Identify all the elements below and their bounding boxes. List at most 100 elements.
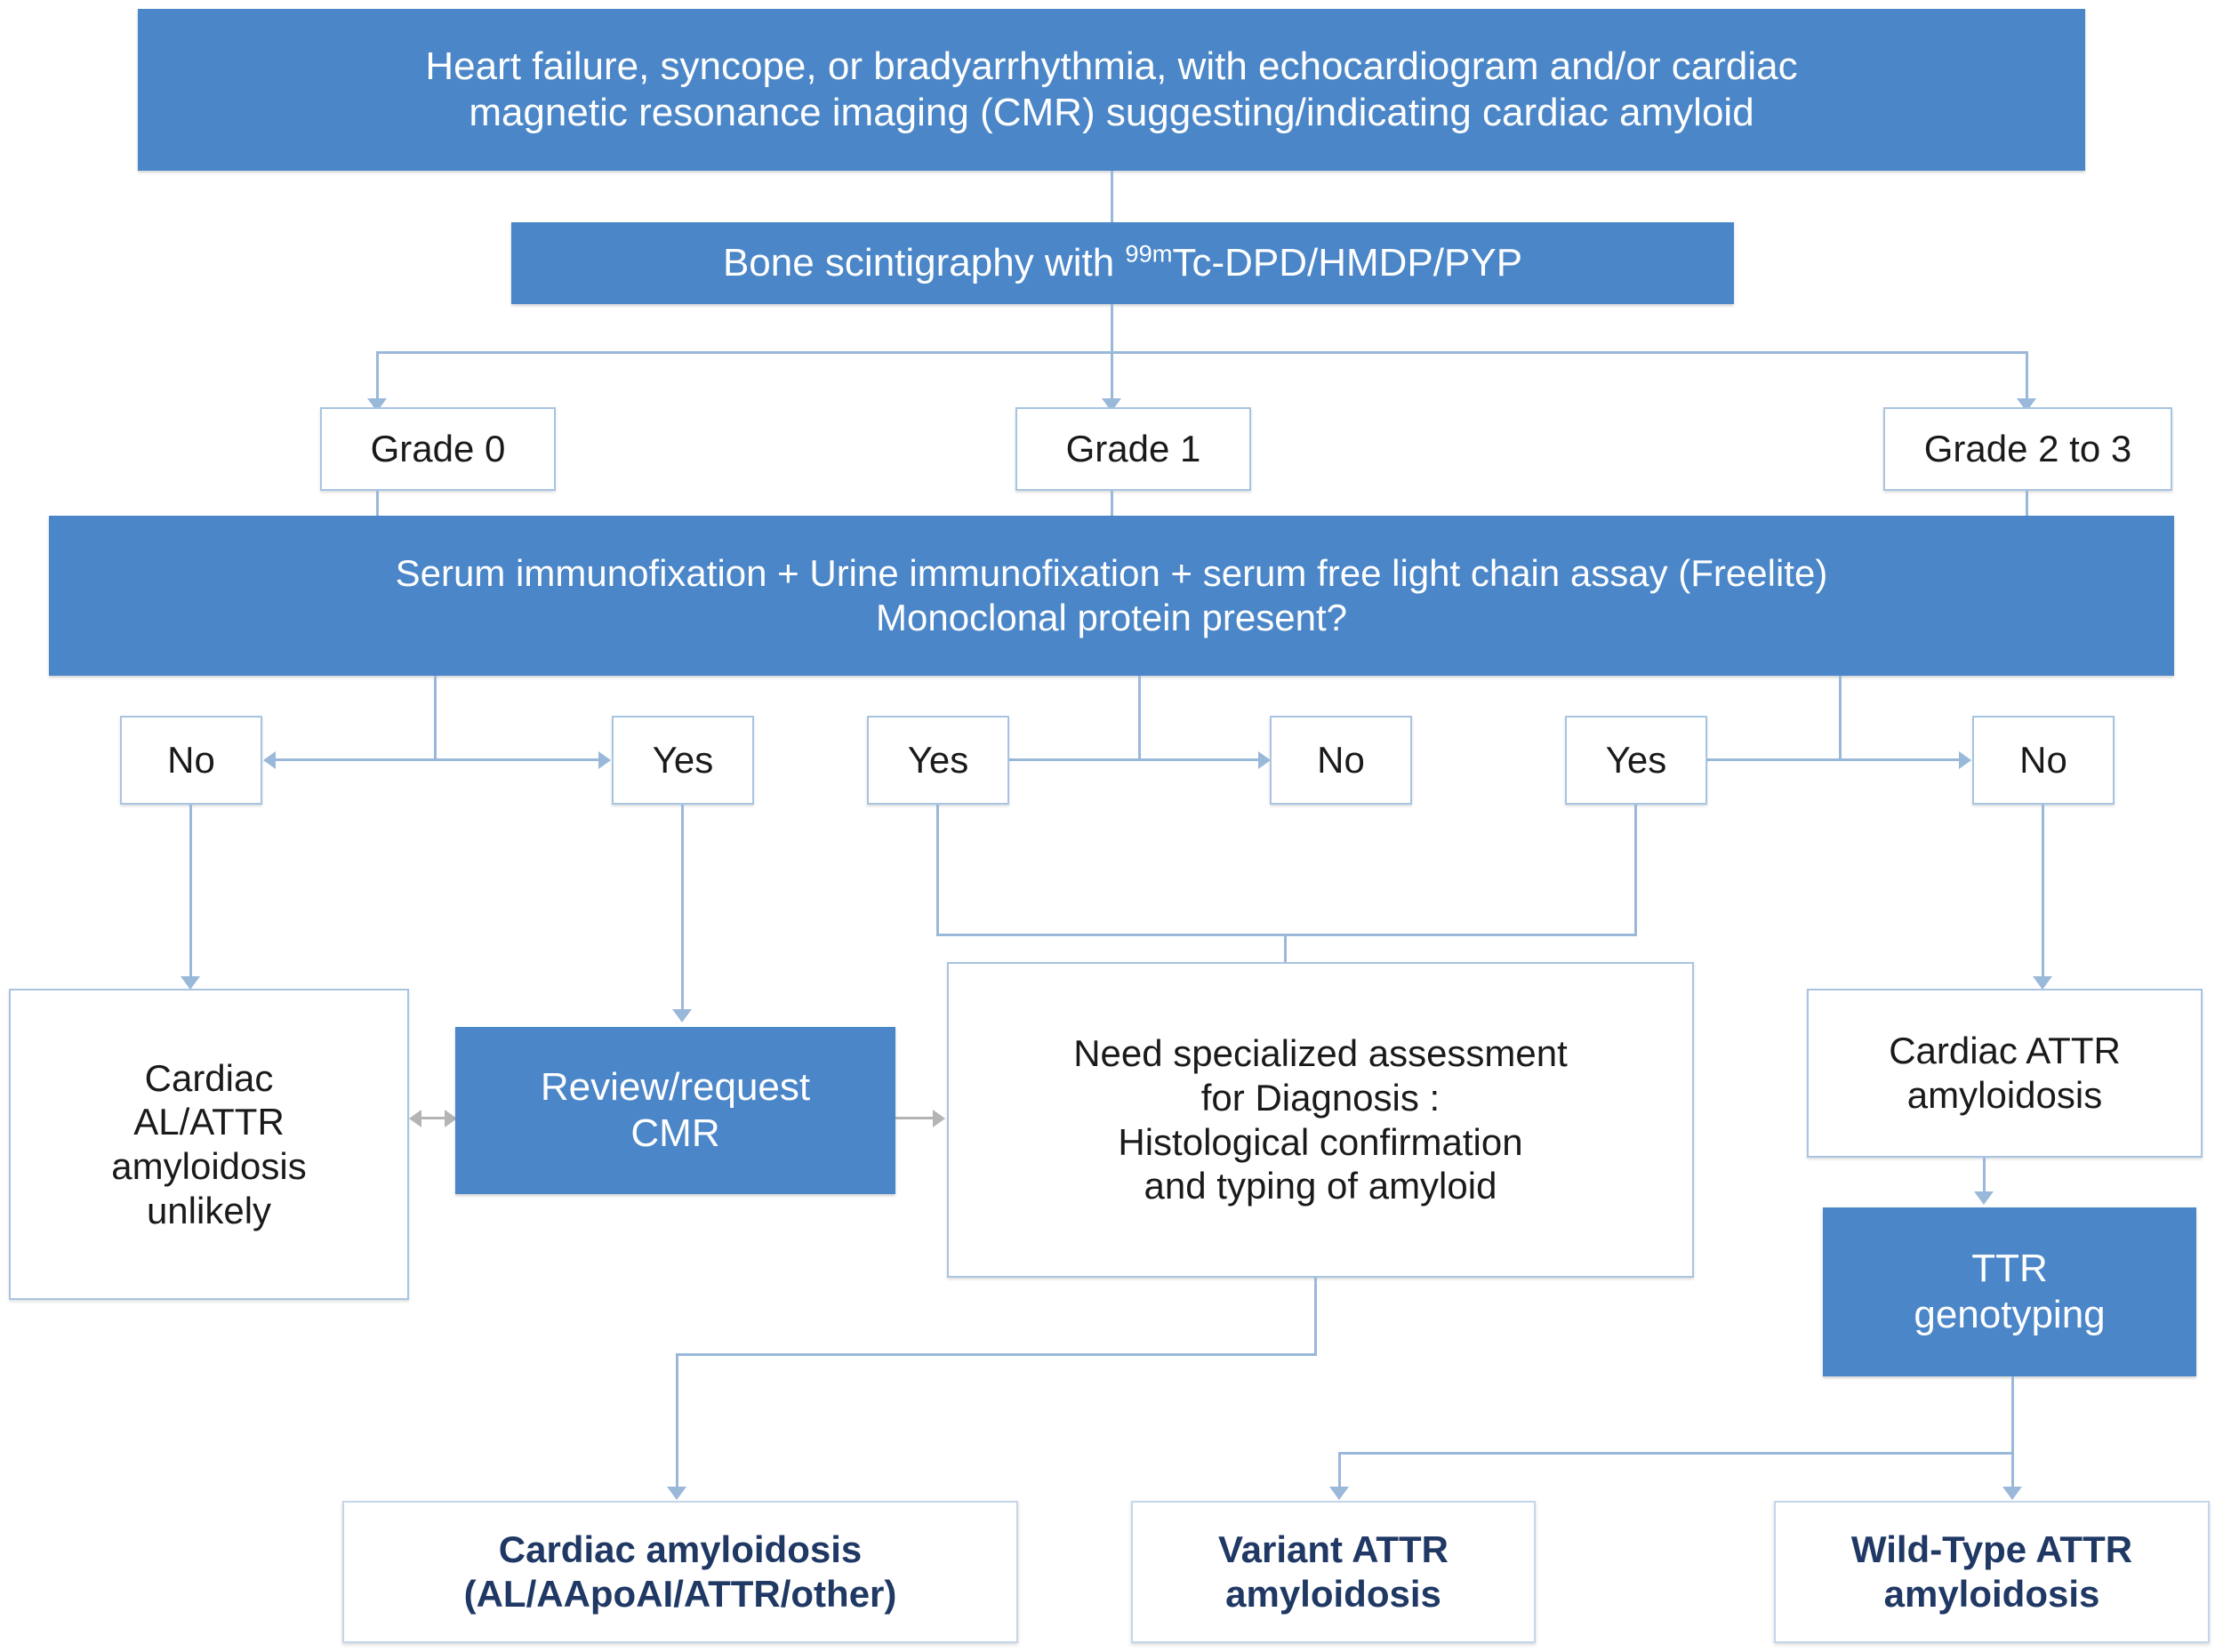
node-result-cardiac-amyloidosis: Cardiac amyloidosis (AL/AApoAI/ATTR/othe…	[342, 1501, 1018, 1643]
connector-g1-branch-left	[1007, 758, 1141, 761]
node-grade-0: Grade 0	[320, 407, 556, 491]
result-wildtype-attr-line-2: amyloidosis	[1883, 1573, 2100, 1615]
connector-g1-branch-right	[1138, 758, 1258, 761]
arrowhead-result-wildtype-attr	[2002, 1487, 2022, 1500]
node-grade-2-3-yes: Yes	[1565, 716, 1707, 805]
connector-g0-branch-stem	[434, 676, 437, 760]
ttr-line-2: genotyping	[1914, 1293, 2106, 1336]
connector-review-cmr-to-specialized	[895, 1117, 933, 1119]
node-grade-1-yes: Yes	[867, 716, 1009, 805]
connector-ttr-to-variant	[1338, 1452, 1341, 1491]
arrowhead-g0-yes	[598, 751, 611, 769]
connector-brace-left-down	[936, 805, 939, 936]
scintigraphy-suffix: Tc-DPD/HMDP/PYP	[1172, 241, 1523, 285]
node-amyloidosis-unlikely: Cardiac AL/ATTR amyloidosis unlikely	[9, 989, 409, 1300]
node-cardiac-attr-amyloidosis: Cardiac ATTR amyloidosis	[1807, 989, 2203, 1158]
connector-g23-branch-right	[1839, 758, 1959, 761]
scintigraphy-prefix: Bone scintigraphy with	[722, 241, 1126, 285]
node-review-request-cmr: Review/request CMR	[455, 1027, 895, 1194]
scintigraphy-isotope-superscript: 99m	[1125, 239, 1173, 268]
node-bone-scintigraphy: Bone scintigraphy with 99mTc-DPD/HMDP/PY…	[511, 222, 1734, 304]
unlikely-line-4: unlikely	[146, 1189, 272, 1231]
connector-unlikely-review-cmr-bidirectional	[421, 1117, 448, 1119]
arrowhead-unlikely	[181, 976, 200, 990]
connector-specialized-left	[676, 1353, 1317, 1356]
grade-0-yes-label: Yes	[652, 739, 714, 782]
specialized-line-4: and typing of amyloid	[1144, 1165, 1497, 1207]
grade-1-label: Grade 1	[1065, 428, 1201, 470]
connector-g0-branch-right	[434, 758, 598, 761]
connector-ttr-to-wildtype	[2011, 1452, 2014, 1491]
node-grade-2-3: Grade 2 to 3	[1883, 407, 2172, 491]
arrowhead-result-cardiac-amyloidosis	[667, 1487, 686, 1500]
arrowhead-unlikely-left	[409, 1110, 421, 1127]
connector-specialized-down	[1314, 1278, 1317, 1356]
connector-g1-branch-stem	[1138, 676, 1141, 760]
presentation-line-2: magnetic resonance imaging (CMR) suggest…	[469, 91, 1754, 134]
connector-g0-yes-to-review-cmr	[681, 805, 684, 1011]
connector-ttr-split-bar	[1338, 1452, 2014, 1455]
connector-brace-right-down	[1634, 805, 1637, 936]
immunofixation-line-1: Serum immunofixation + Urine immunofixat…	[395, 552, 1828, 595]
node-ttr-genotyping: TTR genotyping	[1823, 1207, 2196, 1376]
node-grade-1: Grade 1	[1015, 407, 1251, 491]
grade-2-3-label: Grade 2 to 3	[1923, 428, 2132, 470]
result-variant-attr-line-2: amyloidosis	[1225, 1573, 1441, 1615]
unlikely-line-2: AL/ATTR	[133, 1101, 285, 1143]
connector-to-grade-1	[1111, 351, 1113, 400]
connector-presentation-to-scintigraphy	[1111, 171, 1113, 224]
grade-2-3-no-label: No	[2019, 739, 2067, 782]
cardiac-attr-line-2: amyloidosis	[1906, 1074, 2103, 1116]
arrowhead-specialized-left-in	[933, 1110, 945, 1127]
arrowhead-review-cmr	[672, 1009, 692, 1022]
connector-scintigraphy-stem	[1111, 304, 1113, 353]
review-cmr-line-2: CMR	[630, 1111, 720, 1155]
node-grade-0-no: No	[120, 716, 262, 805]
arrowhead-review-cmr-left-in	[445, 1110, 457, 1127]
connector-g23-branch-stem	[1839, 676, 1842, 760]
connector-grade-1-down	[1111, 491, 1113, 516]
connector-specialized-to-result-down	[676, 1353, 678, 1491]
grade-0-no-label: No	[167, 739, 215, 782]
arrowhead-g1-no	[1258, 751, 1271, 769]
node-result-wildtype-attr: Wild-Type ATTR amyloidosis	[1774, 1501, 2210, 1643]
grade-2-3-yes-label: Yes	[1605, 739, 1667, 782]
arrowhead-g23-no	[1959, 751, 1971, 769]
connector-ttr-down	[2011, 1376, 2014, 1455]
node-result-variant-attr: Variant ATTR amyloidosis	[1131, 1501, 1536, 1643]
unlikely-line-1: Cardiac	[144, 1056, 274, 1099]
connector-cardiac-attr-to-ttr	[1983, 1158, 1986, 1195]
grade-1-yes-label: Yes	[907, 739, 969, 782]
arrowhead-ttr-genotyping	[1974, 1191, 1994, 1205]
connector-to-grade-0	[376, 351, 379, 400]
arrowhead-result-variant-attr	[1329, 1487, 1349, 1500]
specialized-line-3: Histological confirmation	[1118, 1120, 1523, 1163]
connector-g0-branch-left	[276, 758, 436, 761]
node-grade-1-no: No	[1270, 716, 1412, 805]
grade-0-label: Grade 0	[370, 428, 506, 470]
node-grade-2-3-no: No	[1972, 716, 2115, 805]
ttr-line-1: TTR	[1971, 1247, 2048, 1291]
connector-g23-branch-left	[1707, 758, 1842, 761]
result-cardiac-amyloidosis-line-2: (AL/AApoAI/ATTR/other)	[463, 1573, 897, 1615]
connector-grade-2-3-down	[2026, 491, 2028, 516]
specialized-line-1: Need specialized assessment	[1073, 1032, 1568, 1075]
node-specialized-assessment: Need specialized assessment for Diagnosi…	[947, 962, 1694, 1278]
grade-1-no-label: No	[1317, 739, 1365, 782]
result-variant-attr-line-1: Variant ATTR	[1217, 1528, 1449, 1571]
arrowhead-cardiac-attr	[2033, 976, 2052, 990]
connector-g0-no-to-unlikely	[189, 805, 192, 978]
unlikely-line-3: amyloidosis	[111, 1145, 307, 1187]
node-immunofixation: Serum immunofixation + Urine immunofixat…	[49, 516, 2174, 676]
review-cmr-line-1: Review/request	[540, 1065, 811, 1110]
immunofixation-line-2: Monoclonal protein present?	[875, 597, 1347, 638]
node-clinical-presentation: Heart failure, syncope, or bradyarrhythm…	[138, 9, 2085, 171]
specialized-line-2: for Diagnosis :	[1200, 1076, 1441, 1119]
arrowhead-g0-no	[263, 751, 276, 769]
result-wildtype-attr-line-1: Wild-Type ATTR	[1850, 1528, 2133, 1571]
connector-grade-0-down	[376, 491, 379, 516]
node-grade-0-yes: Yes	[612, 716, 754, 805]
connector-grade-splitter-bar	[376, 351, 2026, 354]
connector-g23-no-to-cardiac-attr	[2042, 805, 2044, 978]
